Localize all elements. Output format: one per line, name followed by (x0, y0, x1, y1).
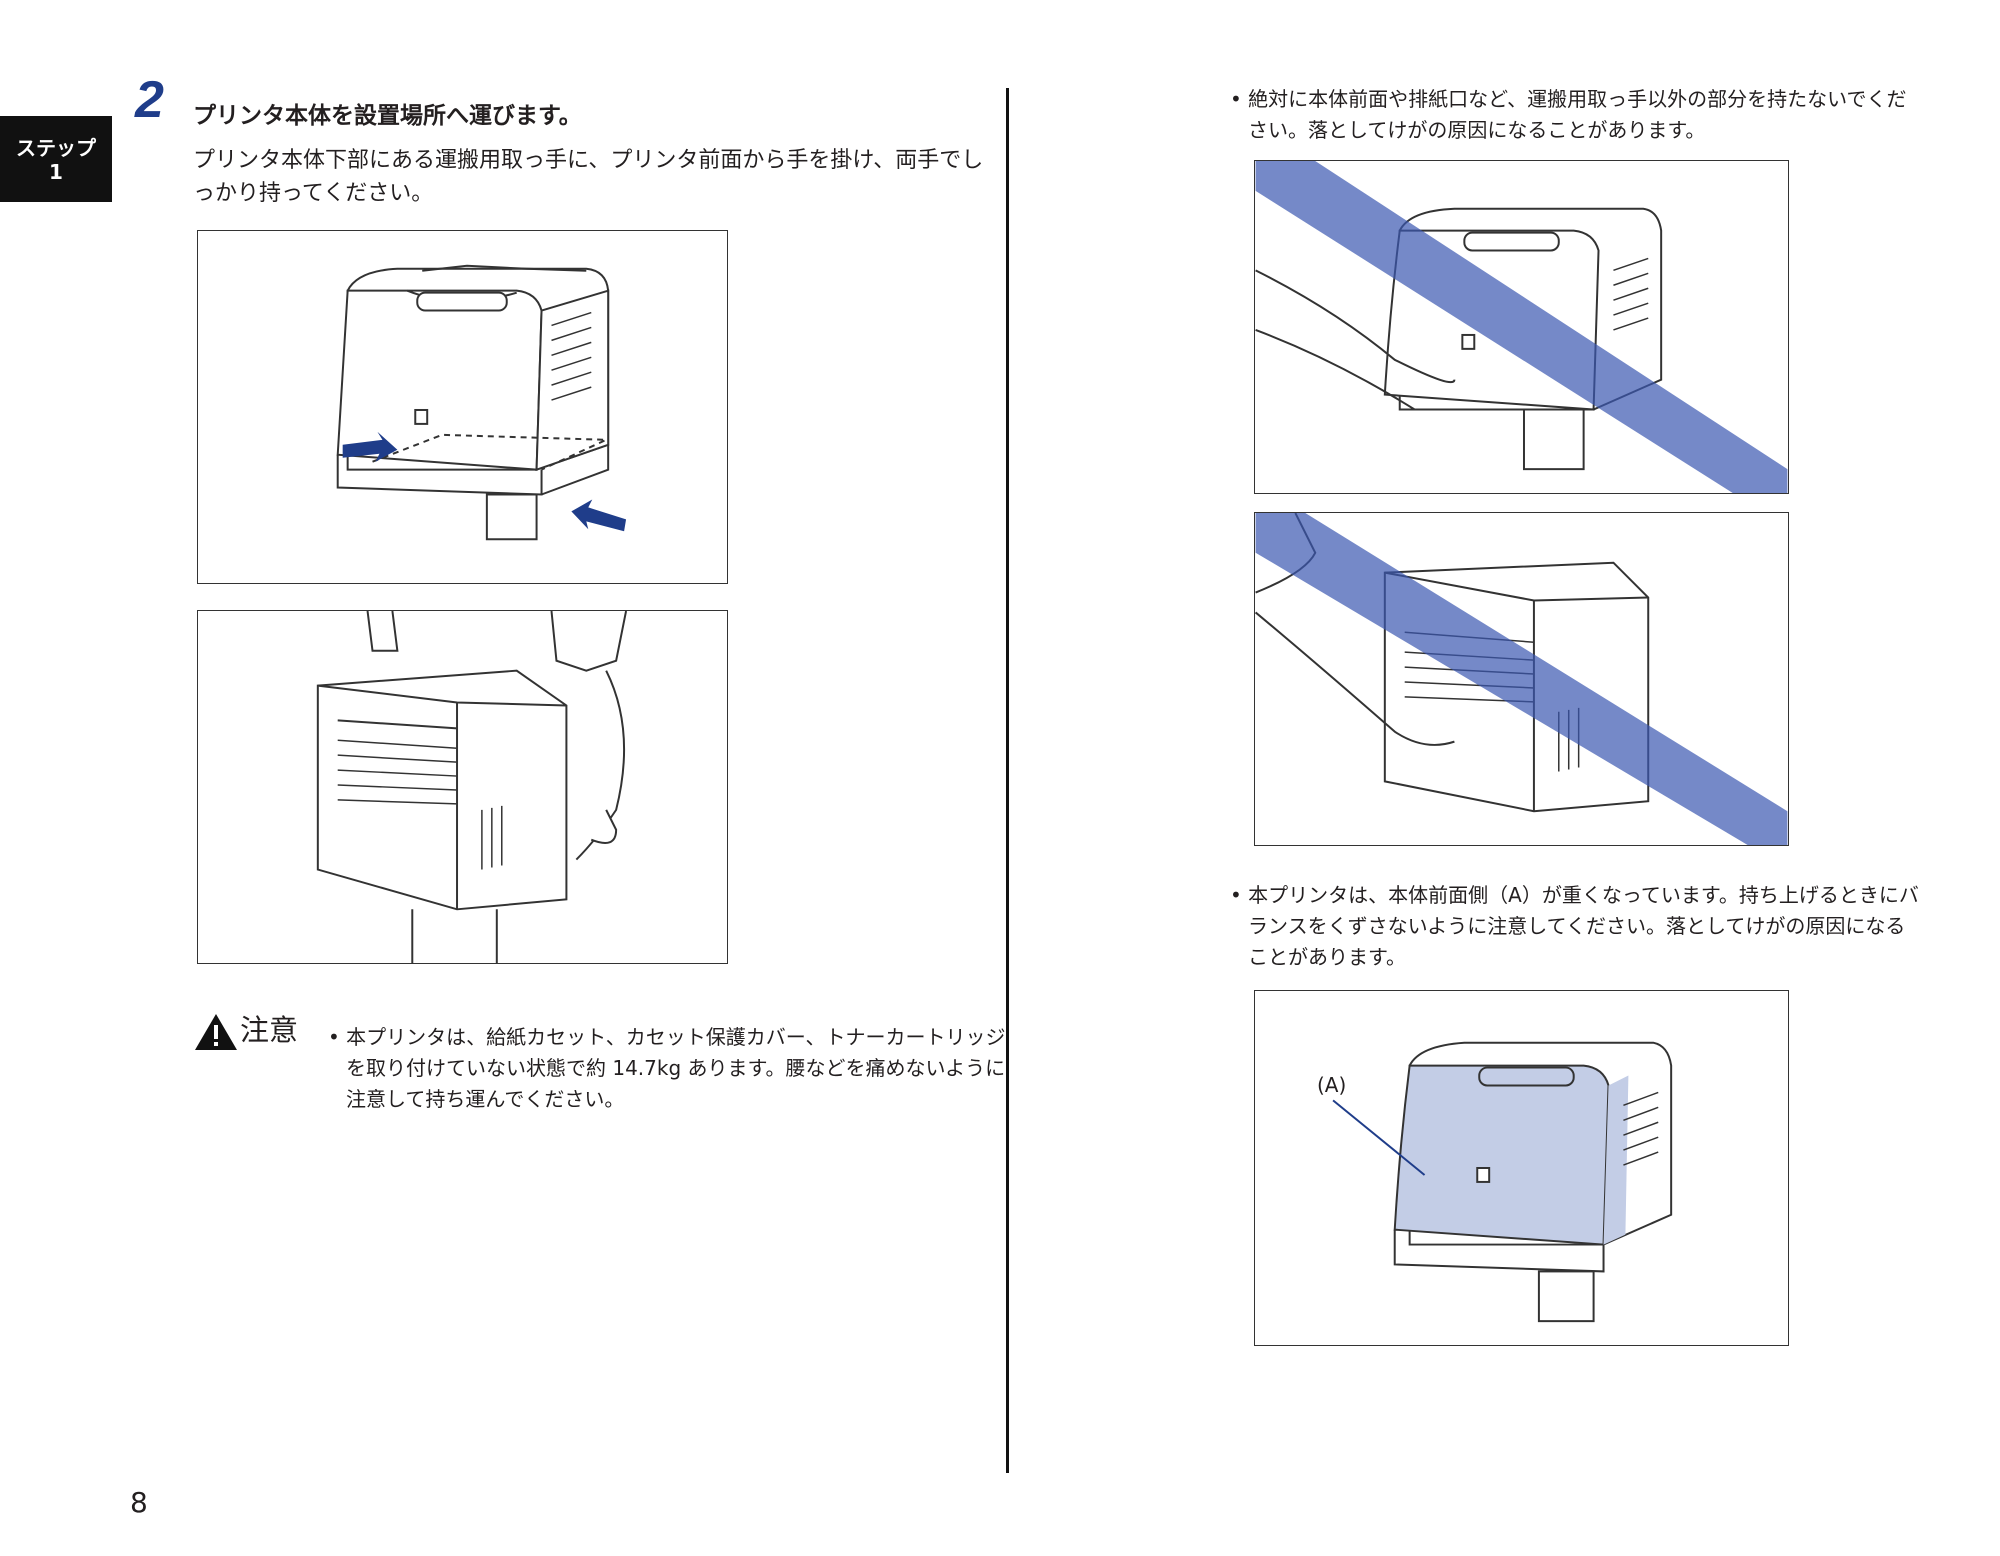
step-title: プリンタ本体を設置場所へ運びます。 (193, 103, 582, 129)
step-tab-label: ステップ (16, 136, 96, 160)
column-divider (1006, 88, 1009, 1473)
figure-carrying-printer (197, 610, 728, 964)
figure-front-heavy: (A) (1254, 990, 1789, 1346)
warning-bullet-1-text: 絶対に本体前面や排紙口など、運搬用取っ手以外の部分を持たないでください。落として… (1248, 87, 1907, 142)
caution-text-content: 本プリンタは、給紙カセット、カセット保護カバー、トナーカートリッジを取り付けてい… (346, 1025, 1006, 1111)
warning-bullet-1: • 絶対に本体前面や排紙口など、運搬用取っ手以外の部分を持たないでください。落と… (1230, 87, 1907, 142)
step-tab: ステップ 1 (0, 116, 112, 202)
figure-prohibited-back-hold (1254, 512, 1789, 846)
warning-bullet-2-text: 本プリンタは、本体前面側（A）が重くなっています。持ち上げるときにバランスをくず… (1248, 883, 1919, 969)
printer-front-illustration (336, 264, 627, 541)
prohibited-front-hold-illustration (1255, 161, 1788, 493)
carrying-illustration (316, 611, 628, 963)
figure-label-a: (A) (1317, 1073, 1347, 1097)
front-heavy-illustration (1332, 1041, 1673, 1323)
caution-text: • 本プリンタは、給紙カセット、カセット保護カバー、トナーカートリッジを取り付け… (328, 1025, 1006, 1111)
intro-text: プリンタ本体下部にある運搬用取っ手に、プリンタ前面から手を掛け、両手でしっかり持… (193, 148, 984, 206)
figure-prohibited-front-hold (1254, 160, 1789, 494)
caution-label: 注意 (240, 1013, 299, 1047)
warning-icon (195, 1014, 237, 1050)
step-number: 2 (135, 71, 164, 129)
warning-bullet-2: • 本プリンタは、本体前面側（A）が重くなっています。持ち上げるときにバランスを… (1230, 883, 1919, 969)
page-number: 8 (130, 1486, 148, 1519)
step-tab-number: 1 (49, 160, 63, 184)
figure-printer-handles (197, 230, 728, 584)
prohibited-back-hold-illustration (1255, 513, 1788, 845)
